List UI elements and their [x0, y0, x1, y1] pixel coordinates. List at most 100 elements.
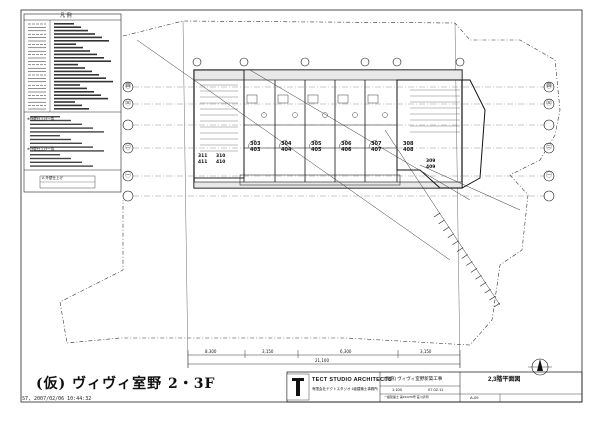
legend-note-row [30, 161, 82, 163]
door-swing [368, 139, 378, 149]
site-boundary [59, 20, 561, 346]
grid-bubble [543, 119, 555, 131]
setback-hatch [433, 212, 501, 308]
legend-row [28, 26, 81, 28]
title-block-frame [286, 371, 583, 403]
unit-number: 404 [281, 147, 292, 153]
legend-row [28, 77, 106, 79]
unit-number: 307 [371, 141, 382, 147]
grid-bubble [192, 57, 202, 67]
grid-bubble [455, 57, 465, 67]
legend-row [28, 29, 88, 32]
legend-note-row [30, 138, 71, 141]
door-swing [247, 139, 257, 149]
door-swing [278, 139, 288, 149]
legend-note-row [30, 150, 104, 152]
unit-partitions [200, 80, 460, 182]
legend-note-row [30, 142, 82, 144]
legend-row [28, 94, 101, 96]
unit-number: 311 [198, 154, 208, 159]
dimension-label: 8,300 [205, 349, 217, 354]
legend-row [28, 40, 109, 42]
firm-name: TECT STUDIO ARCHITECTS [312, 377, 393, 383]
legend-note-row [30, 127, 93, 129]
grid-letter: ㊀ [125, 172, 132, 179]
legend-row [28, 104, 82, 107]
grid-letter: ㊁ [125, 144, 132, 151]
bath-fixture [307, 94, 319, 104]
legend-note-row [30, 116, 60, 118]
legend-table [23, 13, 122, 193]
unit-number: 306 [341, 141, 352, 147]
firm-subtitle: 有限会社テクトスタジオ 1級建築士事務所 [312, 387, 378, 391]
unit-number: 310 [216, 154, 226, 159]
legend-row [28, 87, 87, 90]
dimension-label: 6,300 [340, 349, 352, 354]
grid-bubble [122, 190, 134, 202]
grid-bubbles-right [543, 81, 555, 202]
unit-number: 407 [371, 147, 382, 153]
legend-row [28, 67, 85, 69]
legend-row [28, 23, 74, 25]
legend-row [28, 46, 83, 49]
grid-bubble [543, 190, 555, 202]
legend-note-row [30, 157, 71, 160]
legend-row [28, 63, 78, 66]
legend-note-row [30, 135, 60, 137]
legend-note-row [30, 165, 93, 167]
drawing-date: 07.02.11 [428, 387, 444, 392]
bath-fixture [246, 94, 258, 104]
legend-row [28, 101, 75, 103]
legend-row [28, 43, 76, 45]
legend-row [28, 97, 108, 100]
bath-fixture [337, 94, 349, 104]
handwritten-note: (仮) ヴィヴィ室野 2・3F [36, 376, 216, 392]
unit-number: 411 [198, 160, 208, 165]
unit-number: 309 [426, 159, 436, 164]
bath-fixture [277, 94, 289, 104]
dimension-label: 3,150 [262, 349, 274, 354]
legend-row [28, 91, 94, 93]
dimension-lines [187, 350, 461, 368]
legend-row [28, 60, 111, 62]
building-outline [193, 69, 486, 189]
toilet-fixture [352, 112, 358, 118]
unit-number: 406 [341, 147, 352, 153]
grid-bubble [360, 57, 370, 67]
unit-number: 408 [403, 147, 414, 153]
legend-row [28, 57, 104, 59]
grid-letter: ㊀ [546, 172, 553, 179]
unit-number: 409 [426, 165, 436, 170]
toilet-fixture [322, 112, 328, 118]
grid-bubble [239, 57, 249, 67]
unit-number: 403 [250, 147, 261, 153]
grid-bubble [392, 57, 402, 67]
sheet-number: A-09 [470, 395, 479, 400]
legend-note-row [30, 123, 82, 125]
bath-fixture [367, 94, 379, 104]
firm-logo-icon [292, 378, 304, 396]
legend-note: ※外壁仕上げ一覧 [27, 117, 55, 121]
unit-number: 305 [311, 141, 322, 147]
legend-note-row [30, 119, 71, 122]
legend-note-row [30, 146, 93, 148]
legend-title: 凡 例 [60, 13, 72, 19]
grid-letter: ㊂ [125, 100, 132, 107]
grid-bubble [122, 119, 134, 131]
legend-row [28, 53, 97, 56]
unit-number: 303 [250, 141, 261, 147]
grid-letter: ㊃ [125, 83, 132, 90]
toilet-fixture [292, 112, 298, 118]
legend-row [28, 70, 92, 73]
drawing-scale: 1:100 [392, 387, 403, 392]
fax-stamp: S7, 2007/02/06 10:44:32 [22, 396, 92, 402]
north-arrow-icon [528, 358, 552, 376]
grid-bubble [300, 57, 310, 67]
legend-note-row [30, 154, 60, 156]
legend-row [28, 74, 99, 76]
unit-number: 410 [216, 160, 226, 165]
grid-letter: ㊁ [546, 144, 553, 151]
door-swing [308, 139, 318, 149]
